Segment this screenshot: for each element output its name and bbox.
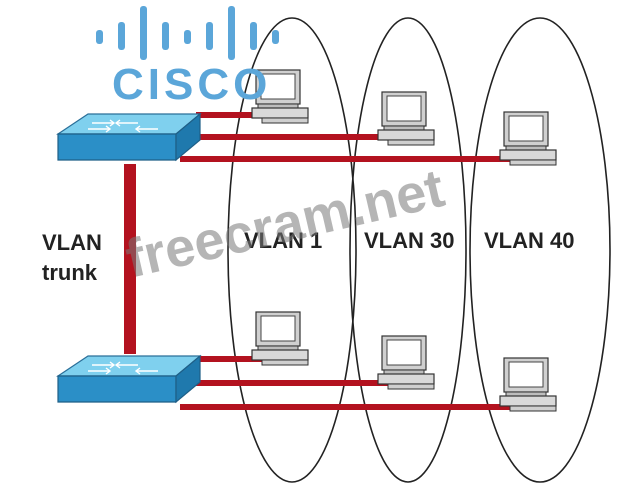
vlan30-label: VLAN 30 xyxy=(364,228,455,253)
cisco-logo-text: CISCO xyxy=(112,60,272,109)
vlan30-ellipse xyxy=(349,17,467,483)
vlan40-label: VLAN 40 xyxy=(484,228,575,253)
trunk-label-line2: trunk xyxy=(42,260,97,285)
vlan-trunk-link xyxy=(124,164,136,354)
pc-icon xyxy=(377,335,435,390)
vlan1-label: VLAN 1 xyxy=(244,228,323,253)
cisco-logo-icon xyxy=(96,6,279,60)
pc-icon xyxy=(251,311,309,366)
bottom-switch-links xyxy=(180,356,510,410)
vlan40-ellipse xyxy=(469,17,611,483)
pc-icon xyxy=(499,111,557,166)
pc-icon xyxy=(499,357,557,412)
pc-icon xyxy=(377,91,435,146)
vlan1-ellipse xyxy=(227,17,357,483)
trunk-label-line1: VLAN xyxy=(42,230,102,255)
top-switch-links xyxy=(180,112,510,162)
bottom-switch-icon xyxy=(57,355,201,403)
top-switch-icon xyxy=(57,113,201,161)
